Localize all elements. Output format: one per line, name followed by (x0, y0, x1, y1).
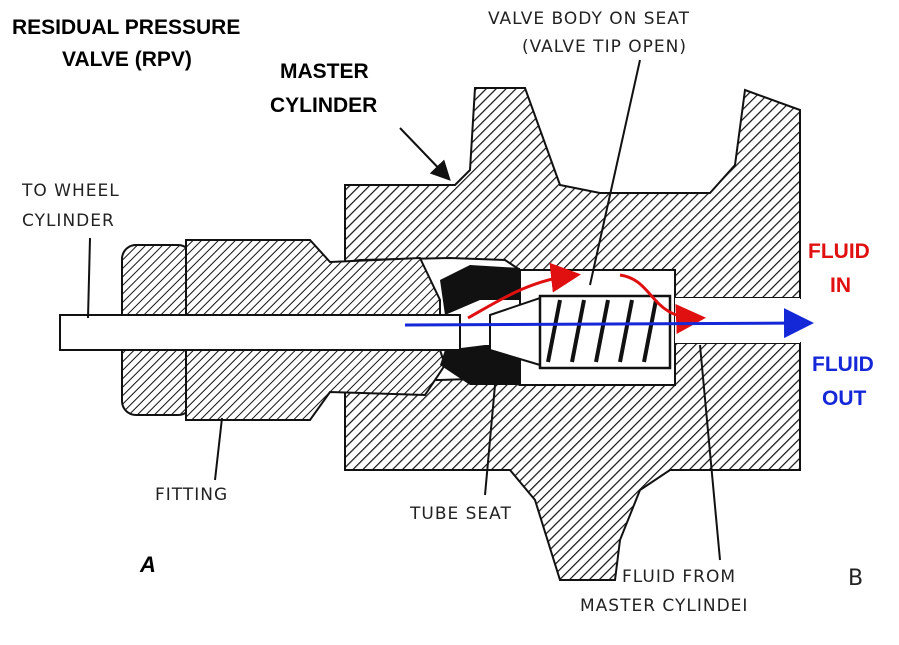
fluid-in-label-line1: FLUID (808, 240, 870, 263)
master-cylinder-label-line1: MASTER (280, 60, 369, 83)
fitting-label: FITTING (155, 485, 228, 505)
rpv-title-line2: VALVE (RPV) (62, 48, 192, 71)
rpv-title-line1: RESIDUAL PRESSURE (12, 16, 240, 39)
master-leader (399, 127, 451, 181)
master-cylinder-body-upper (344, 87, 801, 299)
tube-seat-upper (440, 265, 520, 315)
tube-seat-lower (440, 345, 520, 385)
wheel-cylinder-label-line2: CYLINDER (22, 211, 115, 231)
fluid-out-label-line2: OUT (822, 387, 867, 410)
outlet-passage (675, 298, 800, 343)
panel-a-label: A (139, 552, 156, 577)
fluid-in-arrow-left (467, 262, 581, 320)
fluid-in-arrow-right (619, 273, 706, 334)
fluid-out-label-line1: FLUID (812, 353, 874, 376)
fitting-leader (214, 417, 223, 481)
wheel-cylinder-label-line1: TO WHEEL (21, 181, 120, 201)
valve-body-leader (589, 59, 641, 286)
from-master-label-line1: FLUID FROM (622, 567, 736, 587)
fluid-in-label-line2: IN (830, 274, 851, 297)
valve-body-label-line1: VALVE BODY ON SEAT (488, 9, 690, 29)
panel-b-label: B (848, 566, 864, 591)
valve-spring (546, 299, 658, 363)
brake-tube (59, 314, 461, 351)
tube-seat-label: TUBE SEAT (409, 504, 512, 524)
valve-body-label-line2: (VALVE TIP OPEN) (522, 37, 687, 57)
from-master-leader (699, 344, 721, 561)
from-master-label-line2: MASTER CYLINDEI (580, 596, 748, 616)
wheel-leader (87, 237, 91, 319)
fluid-out-arrow (404, 308, 814, 339)
master-cylinder-label-line2: CYLINDER (270, 94, 377, 117)
fitting-body-lower (185, 349, 447, 421)
tube-seat-leader (484, 384, 496, 496)
